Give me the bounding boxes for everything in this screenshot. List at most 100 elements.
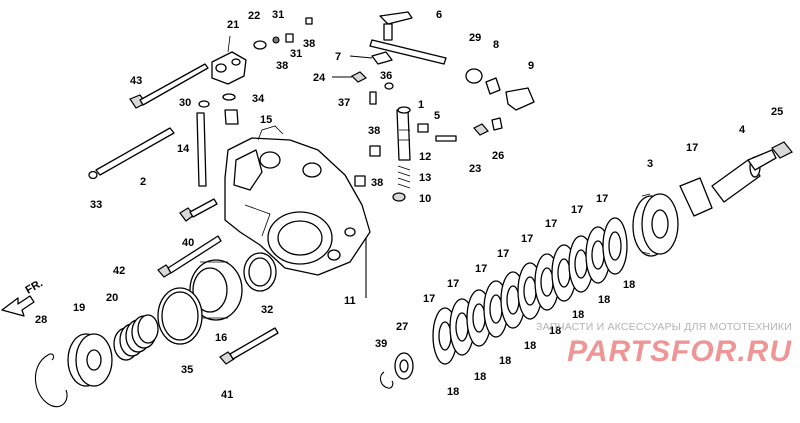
callout-15: 15 — [260, 114, 272, 126]
clip — [384, 82, 394, 90]
snap-ring — [379, 371, 394, 389]
callout-4: 4 — [739, 124, 746, 136]
callout-21: 21 — [227, 19, 239, 31]
pin-rod — [95, 127, 175, 176]
small-washer — [88, 170, 98, 180]
callout-8: 8 — [493, 39, 499, 51]
callout-23: 23 — [469, 163, 481, 175]
callout-25: 25 — [771, 106, 783, 118]
callout-2: 2 — [140, 176, 146, 188]
selector-housing — [211, 35, 247, 85]
callout-17-1: 17 — [423, 293, 435, 305]
callout-18-2: 18 — [474, 371, 486, 383]
drive-gear — [632, 193, 679, 257]
callout-7: 7 — [335, 51, 341, 63]
callout-43: 43 — [130, 75, 142, 87]
callout-41: 41 — [221, 389, 233, 401]
callout-34: 34 — [252, 93, 265, 105]
callout-17-8: 17 — [596, 193, 608, 205]
callout-42: 42 — [113, 265, 125, 277]
callout-18-3: 18 — [499, 355, 511, 367]
shift-cam-plate — [505, 87, 535, 111]
seal-ring — [222, 93, 236, 101]
small-cap — [305, 17, 313, 25]
collar — [465, 68, 483, 84]
cover-bolt — [219, 327, 279, 365]
callout-38-mid: 38 — [276, 60, 288, 72]
callout-18-6: 18 — [572, 309, 584, 321]
return-spring — [113, 314, 159, 361]
callout-37: 37 — [338, 97, 350, 109]
callout-38-lower: 38 — [371, 177, 383, 189]
callout-33: 33 — [90, 199, 102, 211]
callout-39: 39 — [375, 338, 387, 350]
callout-6: 6 — [436, 9, 442, 21]
callout-31-mid: 31 — [290, 48, 302, 60]
small-bushing-2 — [354, 175, 366, 187]
circlip — [34, 354, 68, 408]
callout-36: 36 — [380, 70, 392, 82]
pushrod — [196, 112, 207, 187]
spring-clip — [485, 77, 501, 95]
callout-12: 12 — [419, 151, 431, 163]
callout-27: 27 — [396, 321, 408, 333]
shift-arm — [369, 11, 447, 65]
fork-bolt — [350, 71, 368, 83]
long-bolt — [129, 63, 209, 109]
shaft-nut — [771, 141, 793, 159]
ball — [272, 36, 280, 44]
callout-22: 22 — [248, 10, 260, 22]
callout-24: 24 — [313, 72, 326, 84]
callout-3: 3 — [647, 158, 653, 170]
callout-16: 16 — [215, 332, 227, 344]
output-shaft — [711, 149, 777, 203]
shaft-nut — [392, 192, 406, 202]
long-housing-bolt — [157, 235, 222, 278]
callout-18-1: 18 — [447, 386, 459, 398]
shift-shaft — [396, 106, 411, 161]
small-bushing — [369, 145, 381, 157]
callout-28: 28 — [35, 314, 47, 326]
front-label: FR. — [24, 277, 45, 296]
front-direction-arrow — [1, 295, 35, 317]
callout-17-6: 17 — [545, 218, 557, 230]
callout-38-top: 38 — [303, 38, 315, 50]
o-ring — [198, 100, 210, 108]
shaft-spring — [397, 165, 411, 189]
callout-29: 29 — [469, 32, 481, 44]
callout-17-2: 17 — [447, 278, 459, 290]
callout-18-4: 18 — [524, 340, 536, 352]
callout-13: 13 — [419, 172, 431, 184]
callout-17-7: 17 — [571, 204, 583, 216]
transmission-housing — [224, 125, 371, 276]
callout-18-7: 18 — [598, 294, 610, 306]
callout-18-8: 18 — [623, 279, 635, 291]
housing-bolt — [179, 198, 218, 222]
callout-1: 1 — [418, 99, 424, 111]
clutch-plate-stack — [432, 217, 628, 365]
clutch-drum — [189, 259, 243, 321]
callout-30: 30 — [179, 97, 191, 109]
callout-18-5: 18 — [549, 325, 561, 337]
callout-17-3: 17 — [475, 263, 487, 275]
plunger — [417, 123, 429, 133]
callout-40: 40 — [182, 237, 194, 249]
callout-17-top: 17 — [686, 142, 698, 154]
spring-cap — [285, 33, 294, 43]
callout-20: 20 — [106, 292, 118, 304]
callout-17-4: 17 — [497, 248, 509, 260]
callout-11: 11 — [344, 295, 356, 307]
callout-19: 19 — [73, 302, 85, 314]
callout-10: 10 — [419, 193, 431, 205]
cam-bolt — [473, 123, 489, 136]
cam-washer — [491, 117, 503, 131]
callout-32: 32 — [261, 304, 273, 316]
callout-26: 26 — [492, 150, 504, 162]
bushing — [224, 109, 239, 125]
lock-plate — [679, 177, 713, 217]
stopper-bolt — [435, 135, 457, 142]
gasket-small — [253, 40, 267, 50]
callout-38-center: 38 — [368, 125, 380, 137]
